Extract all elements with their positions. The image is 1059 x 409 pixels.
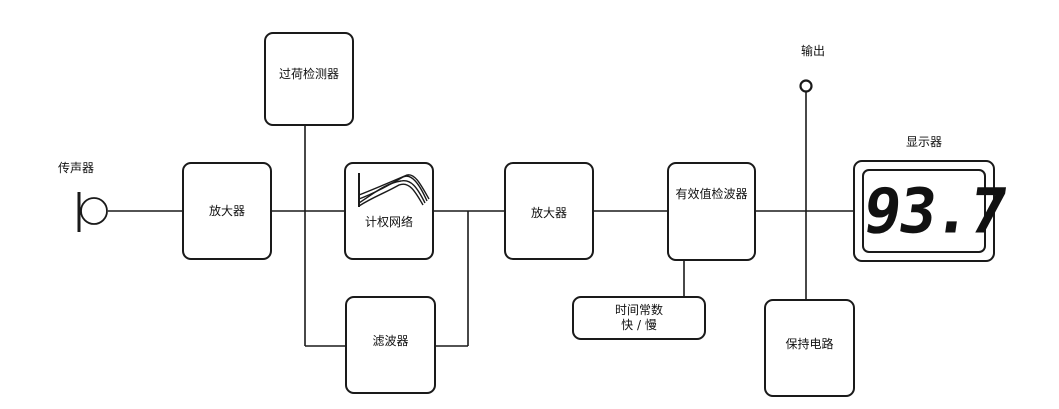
amplifier-2-block: 放大器 (504, 162, 594, 260)
microphone-label: 传声器 (57, 161, 95, 175)
display-readout: 93.7 (858, 174, 1011, 248)
microphone-icon (77, 192, 108, 232)
filter-label: 滤波器 (372, 334, 409, 349)
hold-circuit-label: 保持电路 (785, 337, 834, 352)
display-block: 93.7 (853, 160, 1011, 262)
weighting-network-label: 计权网络 (364, 215, 414, 230)
time-constant-label-line2: 快 / 慢 (621, 318, 657, 332)
output-terminal-icon (799, 79, 813, 93)
amplifier-2-label: 放大器 (530, 205, 568, 220)
time-constant-label-line1: 时间常数 (614, 303, 664, 317)
amplifier-1-block: 放大器 (182, 162, 272, 260)
weighting-network-block: 计权网络 (344, 162, 434, 260)
rms-detector-label: 有效值检波器 (675, 187, 748, 202)
display-title: 显示器 (905, 135, 943, 149)
amplifier-1-label: 放大器 (208, 204, 246, 218)
hold-circuit-block: 保持电路 (764, 299, 855, 397)
overload-detector-label: 过荷检测器 (278, 66, 340, 81)
time-constant-block: 时间常数 快 / 慢 (572, 296, 706, 340)
weighting-curves-icon (358, 173, 430, 207)
overload-detector-block: 过荷检测器 (264, 32, 354, 126)
time-constant-label: 时间常数 快 / 慢 (615, 303, 663, 333)
display-screen: 93.7 (858, 169, 1011, 253)
output-label: 输出 (800, 44, 826, 58)
rms-detector-block: 有效值检波器 (667, 162, 756, 261)
filter-block: 滤波器 (345, 296, 436, 394)
